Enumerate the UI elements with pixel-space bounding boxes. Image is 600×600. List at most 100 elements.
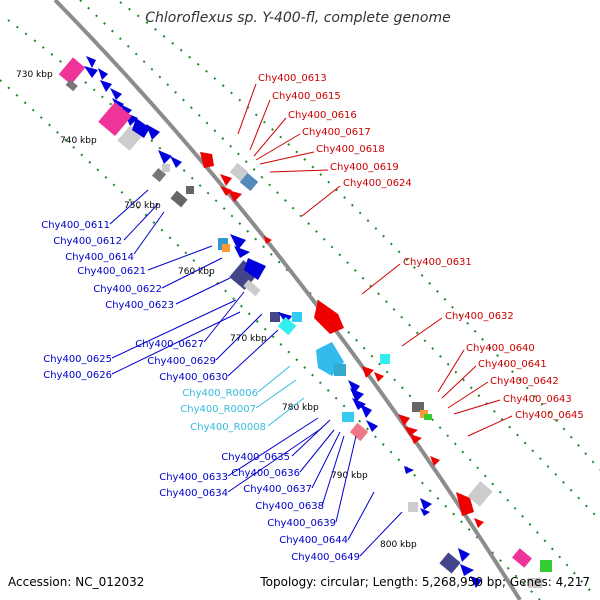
gene-block: [528, 578, 542, 588]
gene-arrow: [120, 104, 132, 116]
gene-block: [277, 316, 297, 336]
plus-strand-genes: [200, 152, 552, 588]
gene-block: [408, 502, 418, 512]
gene-block: [239, 172, 259, 192]
gene-label: Chy400_0635: [221, 452, 290, 463]
gene-block: [170, 190, 188, 208]
gene-arrow: [362, 366, 374, 378]
gene-arrow: [366, 420, 378, 432]
gene-block: [98, 101, 132, 137]
gene-label: Chy400_0626: [43, 370, 112, 381]
gene-label: Chy400_0640: [466, 343, 535, 354]
gene-arrow: [86, 56, 96, 68]
gene-label: Chy400_0636: [231, 468, 300, 479]
tick-label: 750 kbp: [124, 201, 161, 211]
gene-label: Chy400_0613: [258, 73, 327, 84]
kbp-ticks: 730 kbp 740 kbp 750 kbp 760 kbp 770 kbp …: [16, 70, 417, 550]
gene-arrow: [84, 66, 98, 78]
gene-block: [412, 402, 424, 412]
gene-label: Chy400_0643: [503, 394, 572, 405]
tick-label: 740 kbp: [60, 136, 97, 146]
gene-label: Chy400_0638: [255, 501, 324, 512]
gene-label: Chy400_0639: [267, 518, 336, 529]
gene-label: Chy400_0637: [243, 484, 312, 495]
leader-lines-right: [237, 83, 513, 437]
gene-label: Chy400_0632: [445, 311, 514, 322]
genome-backbone: [53, 0, 522, 600]
gene-label: Chy400_0630: [159, 372, 228, 383]
gene-arrow: [230, 234, 246, 250]
gene-arrow: [404, 466, 414, 474]
gene-label: Chy400_0634: [159, 488, 228, 499]
gene-arrow: [404, 426, 418, 436]
gene-arrow: [474, 518, 484, 528]
gene-arrow: [228, 190, 242, 202]
gene-arrow: [220, 186, 232, 196]
gene-arrow: [170, 156, 182, 168]
gene-label: Chy400_R0008: [190, 422, 266, 433]
gene-block: [270, 312, 280, 322]
gene-label: Chy400_0625: [43, 354, 112, 365]
gene-arrow: [460, 564, 474, 576]
map-title: Chloroflexus sp. Y-400-fl, complete geno…: [145, 10, 451, 26]
gene-block: [380, 354, 390, 364]
gene-arrow: [98, 68, 108, 80]
gene-block: [58, 57, 86, 85]
gene-arrow: [470, 576, 482, 588]
gene-label: Chy400_0627: [135, 339, 204, 350]
gene-label: Chy400_R0006: [182, 388, 258, 399]
gene-label: Chy400_0615: [272, 91, 341, 102]
tick-label: 790 kbp: [331, 471, 368, 481]
tick-label: 760 kbp: [178, 267, 215, 277]
topology-text: Topology: circular; Length: 5,268,950 bp…: [259, 575, 590, 589]
gene-block: [540, 560, 552, 572]
gene-arrow: [132, 118, 150, 138]
gene-arrow: [352, 398, 366, 410]
tick-label: 780 kbp: [282, 403, 319, 413]
gene-arrow: [110, 88, 122, 100]
gene-label: Chy400_0611: [41, 220, 110, 231]
gene-block: [186, 186, 194, 194]
gene-block: [222, 244, 230, 252]
gene-label: Chy400_0618: [316, 144, 385, 155]
gene-label: Chy400_0624: [343, 178, 412, 189]
gene-arrow: [410, 434, 422, 444]
gene-block: [342, 412, 354, 422]
gene-arrow: [458, 548, 470, 562]
gene-block: [512, 548, 532, 568]
tick-label: 730 kbp: [16, 70, 53, 80]
gene-arrow: [264, 236, 272, 244]
gene-label: Chy400_0612: [53, 236, 122, 247]
gene-arrow: [112, 98, 124, 110]
gene-block: [439, 552, 461, 574]
gene-arrow: [234, 246, 250, 258]
gene-label: Chy400_0616: [288, 110, 357, 121]
minus-strand-genes: [58, 56, 482, 588]
gene-arrow: [200, 152, 214, 168]
gene-arrow: [350, 388, 364, 402]
gene-arrow: [244, 258, 266, 280]
gene-label: Chy400_0644: [279, 535, 348, 546]
gene-label: Chy400_0645: [515, 410, 584, 421]
gene-arrow: [420, 498, 432, 510]
accession-text: Accession: NC_012032: [8, 575, 144, 589]
gene-block: [349, 422, 369, 442]
gene-label: Chy400_0623: [105, 300, 174, 311]
gene-block: [162, 164, 170, 172]
gene-label: Chy400_0629: [147, 356, 216, 367]
gene-label: Chy400_0614: [65, 252, 134, 263]
gene-arrow: [220, 174, 232, 186]
gene-label: Chy400_0633: [159, 472, 228, 483]
gene-label: Chy400_R0007: [180, 404, 256, 415]
gene-arrow: [100, 80, 112, 92]
gene-label: Chy400_0619: [330, 162, 399, 173]
gene-block: [424, 414, 432, 420]
gene-block: [292, 312, 302, 322]
tick-label: 770 kbp: [230, 334, 267, 344]
gene-label: Chy400_0622: [93, 284, 162, 295]
gene-arrow: [430, 456, 440, 466]
gene-block: [243, 279, 261, 297]
gene-arrow: [158, 150, 172, 164]
